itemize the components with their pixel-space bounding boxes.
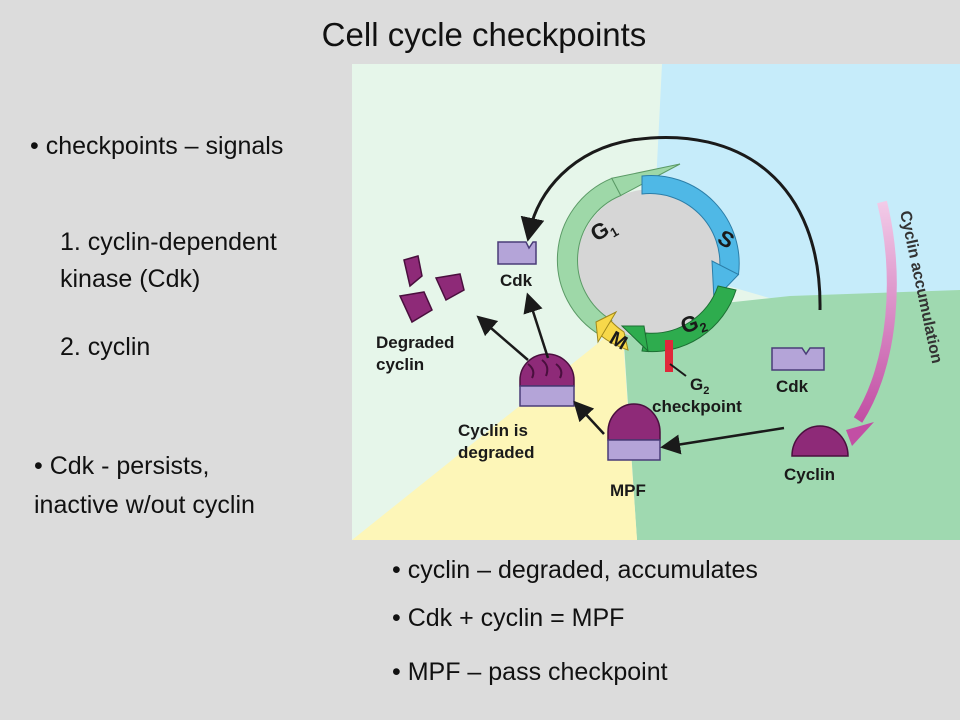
page-title: Cell cycle checkpoints [321,16,647,53]
fragment-2 [434,273,465,302]
cdk-top-shape [497,241,537,265]
cyclin-label: Cyclin [784,465,835,484]
bullet-mpf-pass: • MPF – pass checkpoint [392,658,668,686]
degrading-cdk-shape [519,385,575,407]
mpf-cdk-shape [607,439,661,461]
region-g2-background [622,290,960,540]
arrow-mpf-to-degraded [573,400,605,435]
cdk-right-label: Cdk [776,377,809,396]
bullet-checkpoints-signals: • checkpoints – signals [30,132,284,160]
is-degraded-label-line1: Cyclin is [458,421,528,440]
bullet-cdk-plus-cyclin: • Cdk + cyclin = MPF [392,604,625,632]
arrow-to-cdk-top [523,292,550,359]
fragment-3 [398,291,433,324]
cyclin-shape [791,425,849,457]
item-cdk-line2: kinase (Cdk) [60,265,201,293]
degraded-cyclin-label-line2: cyclin [376,355,424,374]
g2-checkpoint-bar [665,340,673,372]
mpf-cyclin-shape [607,403,661,441]
bullet-cyclin-degraded: • cyclin – degraded, accumulates [392,556,758,584]
phase-g2-arrowhead [620,325,649,353]
checkpoint-label-word: checkpoint [652,397,742,416]
cdk-top-label: Cdk [500,271,533,290]
bullet-cdk-persists-line1: • Cdk - persists, [34,452,210,480]
checkpoint-pointer [669,363,687,377]
fragment-1 [403,255,423,288]
bullet-cdk-persists-line2: inactive w/out cyclin [34,491,255,519]
arrow-cyclin-to-mpf [660,426,785,455]
checkpoint-label-g2: G2 [690,375,709,397]
cdk-right-shape [771,347,825,371]
cell-cycle-diagram: G1 S G2 M Cyclin accumulation Cdk Cdk Cy… [352,64,960,540]
is-degraded-label-line2: degraded [458,443,535,462]
degraded-cyclin-label-line1: Degraded [376,333,454,352]
item-cyclin: 2. cyclin [60,333,151,361]
accumulation-arrowhead [846,422,874,446]
phase-m-arrowhead [595,310,618,344]
accumulation-arrow [853,200,897,423]
cycle-center [577,189,727,339]
phase-g2-arrow [641,285,737,353]
item-cdk-line1: 1. cyclin-dependent [60,228,277,256]
mpf-label: MPF [610,481,646,500]
degrading-marks [527,359,563,379]
arrow-to-fragments [476,315,529,361]
arc-arrow-top [520,135,822,311]
